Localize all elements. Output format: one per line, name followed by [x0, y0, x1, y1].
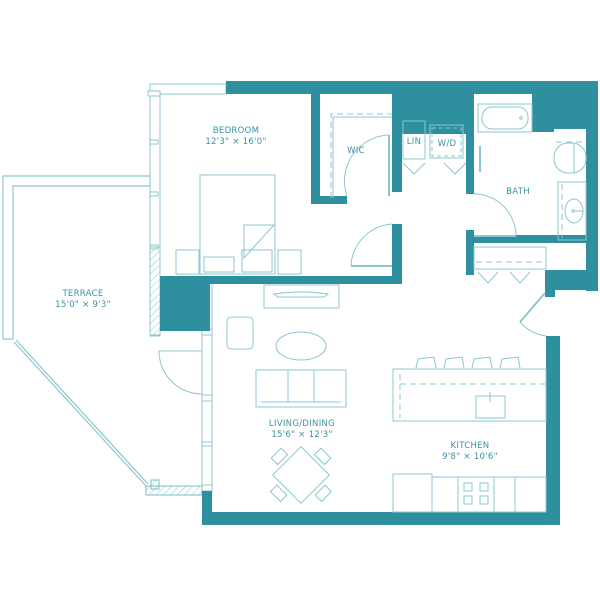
terrace-dims: 15'0" × 9'3": [55, 300, 111, 310]
kitchen-counter: [392, 473, 547, 513]
bath-fixtures: [473, 103, 587, 241]
living-dims: 15'6" × 12'3": [271, 430, 332, 440]
lin-label: LIN: [407, 137, 422, 147]
walls: [160, 81, 598, 525]
terrace-label: TERRACE: [61, 289, 103, 299]
kitchen-dims: 9'8" × 10'6": [442, 452, 498, 462]
bedroom-label: BEDROOM: [213, 126, 259, 136]
wic-label: WIC: [347, 146, 365, 156]
lin-wd: [402, 120, 467, 175]
bath-label: BATH: [506, 187, 530, 197]
bed: [175, 174, 302, 275]
bedroom-dims: 12'3" × 16'0": [205, 137, 266, 147]
kitchen-island: [392, 356, 547, 422]
bedroom-door: [350, 223, 393, 267]
living-label: LIVING/DINING: [269, 419, 335, 429]
hall-closet: [473, 246, 547, 337]
dining-table: [269, 446, 333, 504]
wd-label: W/D: [438, 139, 457, 149]
kitchen-label: KITCHEN: [451, 441, 490, 451]
living-furniture: [226, 284, 347, 504]
terrace: [2, 175, 203, 496]
terrace-door: [158, 350, 203, 395]
wic-shelving: [330, 113, 392, 198]
room-labels: BEDROOM 12'3" × 16'0" WIC LIN W/D BATH T…: [55, 126, 530, 462]
room-fills: [320, 100, 586, 270]
